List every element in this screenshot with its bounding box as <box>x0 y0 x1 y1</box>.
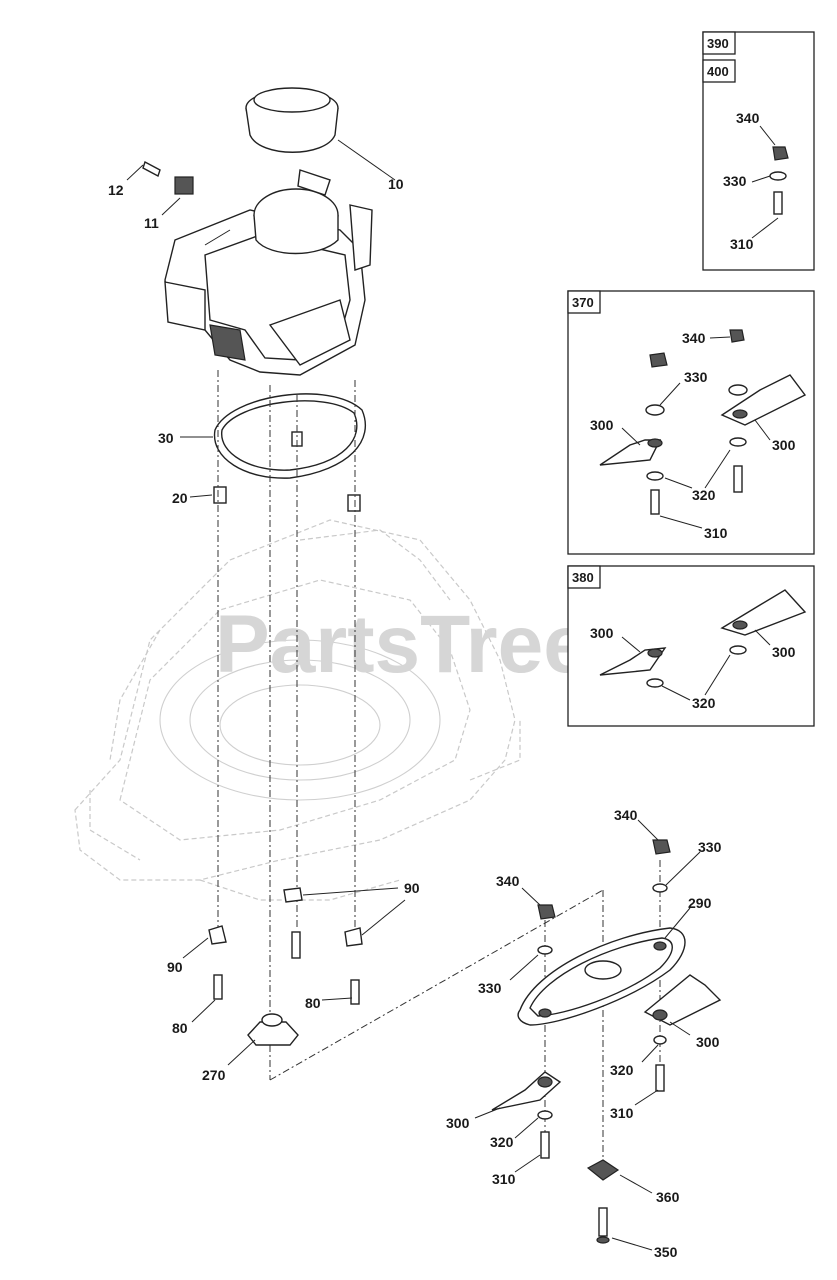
label-blade-holder: 290 <box>688 895 712 911</box>
deck-bolts <box>191 931 360 1023</box>
spacers <box>189 486 361 512</box>
label-blade-left: 300 <box>446 1115 470 1131</box>
label-box2-blade-right: 300 <box>772 437 796 453</box>
tag-390: 390 <box>707 36 729 51</box>
gasket-ring <box>180 393 367 479</box>
label-box2-blade-left: 300 <box>590 417 614 433</box>
plate-and-screw <box>586 1159 653 1251</box>
label-box1-bolt: 310 <box>730 236 754 252</box>
label-washer-top: 330 <box>698 839 722 855</box>
mower-deck-ghost <box>74 519 521 901</box>
watermark-text: PartsTree <box>215 599 589 690</box>
blade-holder <box>517 907 691 1026</box>
blade-adapter <box>227 1013 299 1066</box>
main-fasteners <box>509 819 701 981</box>
label-box2-washer: 330 <box>684 369 708 385</box>
label-bolt-bottom: 310 <box>492 1171 516 1187</box>
label-clip-mid: 90 <box>404 880 420 896</box>
label-box1-nut: 340 <box>736 110 760 126</box>
label-box3-blade-right: 300 <box>772 644 796 660</box>
label-box1-washer: 330 <box>723 173 747 189</box>
label-box2-washer-bottom: 320 <box>692 487 716 503</box>
inset-box-370: 370 340 330 300 300 320 310 <box>567 290 815 555</box>
label-blade-right: 300 <box>696 1034 720 1050</box>
label-washer-left: 330 <box>478 980 502 996</box>
label-nut-left: 340 <box>496 873 520 889</box>
main-labels: 10 12 11 30 20 90 90 80 80 270 340 330 3… <box>108 176 722 1260</box>
tag-380: 380 <box>572 570 594 585</box>
label-clip-left: 90 <box>167 959 183 975</box>
label-screw: 350 <box>654 1244 678 1260</box>
label-engine: 10 <box>388 176 404 192</box>
label-clip: 12 <box>108 182 124 198</box>
label-plate: 360 <box>656 1189 680 1205</box>
deck-clips <box>182 887 406 959</box>
inset-box-380: 380 300 300 320 <box>567 565 815 727</box>
label-gasket: 30 <box>158 430 174 446</box>
inset-box-390-400: 390 400 340 330 310 <box>702 31 815 271</box>
label-adapter: 270 <box>202 1067 226 1083</box>
label-box3-washer: 320 <box>692 695 716 711</box>
clip-and-bracket <box>126 160 194 216</box>
label-bolt-right: 310 <box>610 1105 634 1121</box>
rewind-cover <box>245 87 396 181</box>
tag-400: 400 <box>707 64 729 79</box>
label-bolt-mid: 80 <box>305 995 321 1011</box>
label-spacer: 20 <box>172 490 188 506</box>
label-bolt-left: 80 <box>172 1020 188 1036</box>
label-bracket: 11 <box>144 215 159 231</box>
label-box2-bolt: 310 <box>704 525 728 541</box>
label-box2-nut: 340 <box>682 330 706 346</box>
label-washer-right: 320 <box>610 1062 634 1078</box>
label-box3-blade-left: 300 <box>590 625 614 641</box>
engine <box>164 169 373 376</box>
main-blades <box>474 974 722 1173</box>
label-washer-bottom: 320 <box>490 1134 514 1150</box>
tag-370: 370 <box>572 295 594 310</box>
label-nut-top: 340 <box>614 807 638 823</box>
